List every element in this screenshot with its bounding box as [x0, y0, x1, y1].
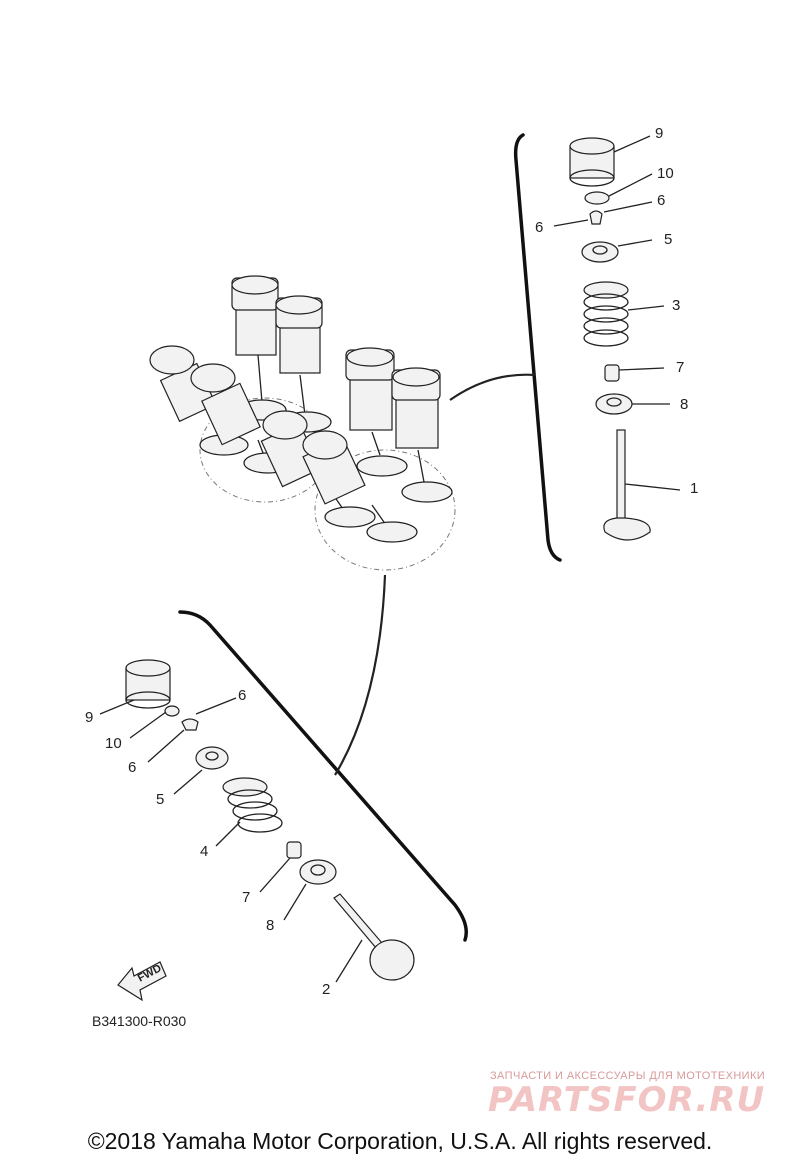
assembled-valve [190, 363, 293, 474]
callout-6: 6 [238, 687, 246, 704]
callout-8: 8 [266, 917, 274, 934]
callout-5: 5 [156, 791, 164, 808]
callout-9: 9 [655, 125, 663, 142]
upper-bracket [513, 133, 562, 562]
valve-cotter-part [589, 210, 603, 225]
adjusting-pad-part [584, 191, 610, 205]
valve-spring-seat-part [299, 859, 337, 885]
valve-spring-seat-part [595, 393, 633, 415]
intake-group-outline [314, 449, 456, 571]
assembled-valve [345, 347, 408, 477]
callout-8: 8 [680, 396, 688, 413]
callout-6: 6 [128, 759, 136, 776]
callout-3: 3 [672, 297, 680, 314]
watermark-logo: PARTSFOR.RU [488, 1080, 766, 1120]
lower-bracket [178, 610, 468, 942]
valve-retainer-part [195, 746, 229, 770]
watermark-tagline: ЗАПЧАСТИ И АКСЕССУАРЫ ДЛЯ МОТОТЕХНИКИ [490, 1070, 766, 1082]
callout-6: 6 [535, 219, 543, 236]
valve-spring-part [222, 777, 283, 833]
upper-connector-line [449, 373, 536, 401]
callout-4: 4 [200, 843, 208, 860]
valve-lifter-part [125, 659, 171, 709]
valve-cotter-part [181, 718, 199, 731]
callout-9: 9 [85, 709, 93, 726]
intake-valve-part [333, 893, 415, 981]
exhaust-valve-part [603, 429, 651, 541]
lower-leader-lines [99, 697, 363, 983]
callout-7: 7 [676, 359, 684, 376]
valve-retainer-part [581, 241, 619, 263]
valve-stem-seal-part [286, 841, 302, 859]
callout-1: 1 [690, 480, 698, 497]
callout-5: 5 [664, 231, 672, 248]
assembled-valve [391, 367, 453, 503]
adjusting-pad-part [164, 705, 180, 717]
assembled-valve [302, 430, 418, 543]
callout-2: 2 [322, 981, 330, 998]
callout-7: 7 [242, 889, 250, 906]
valve-stem-seal-part [604, 364, 620, 382]
copyright-notice: ©2018 Yamaha Motor Corporation, U.S.A. A… [87, 1128, 713, 1154]
upper-exploded-parts [569, 137, 651, 541]
lower-exploded-parts [125, 659, 415, 981]
valve-cluster [149, 275, 456, 571]
callout-6: 6 [657, 192, 665, 209]
callout-10: 10 [657, 165, 674, 182]
lower-connector-line [334, 574, 387, 776]
valve-spring-part [583, 281, 629, 347]
upper-leader-lines [553, 135, 681, 491]
diagram-reference-code: B341300-R030 [92, 1013, 187, 1029]
valve-lifter-part [569, 137, 615, 187]
callout-10: 10 [105, 735, 122, 752]
forward-arrow: FWD [117, 961, 167, 1002]
